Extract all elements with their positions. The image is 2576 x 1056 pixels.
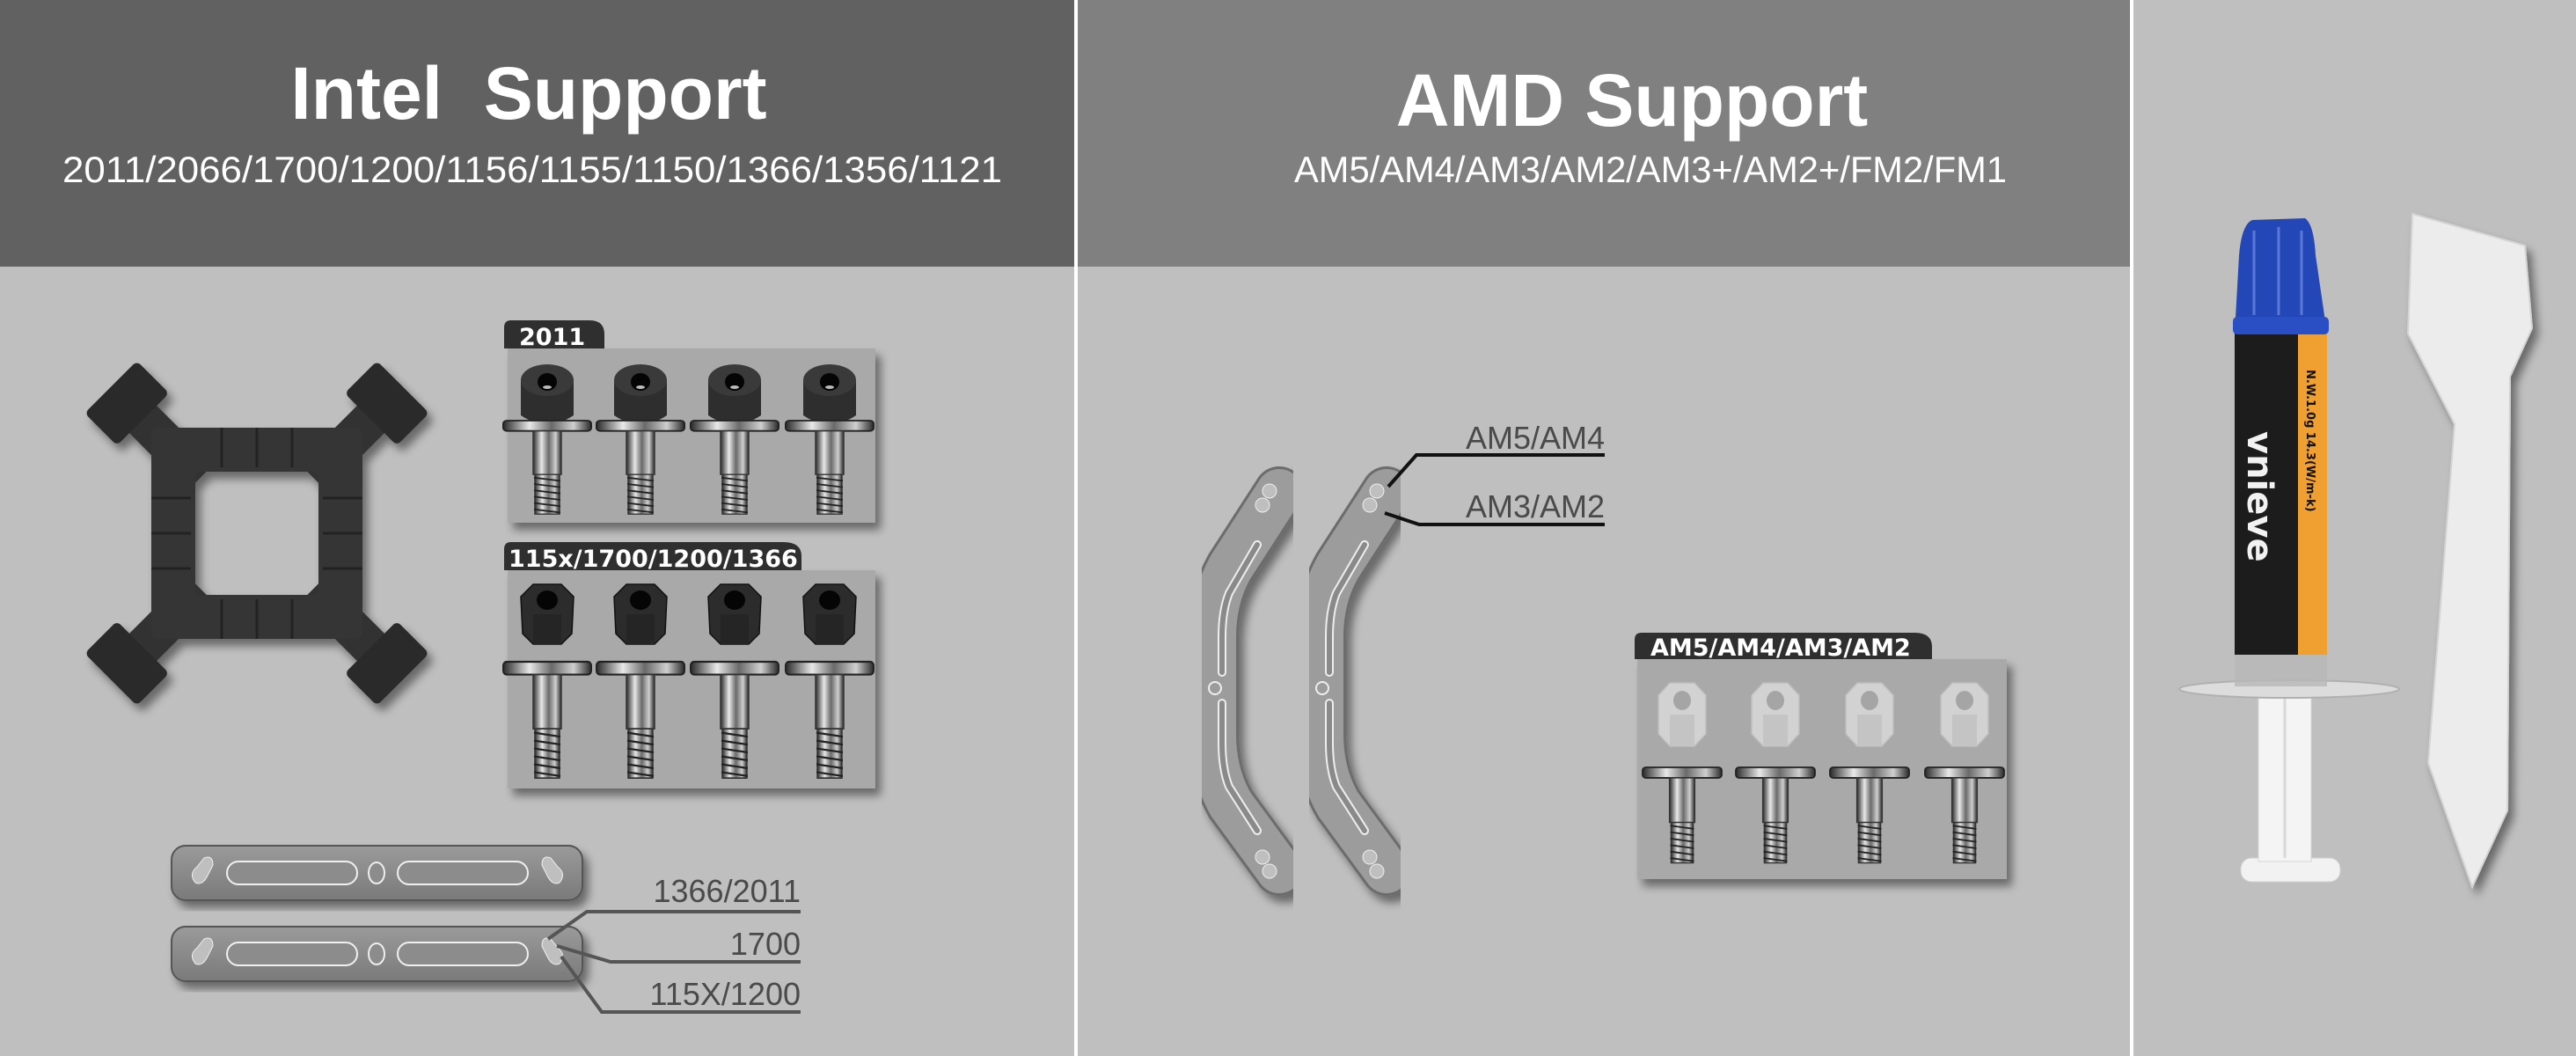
hex-standoff	[520, 583, 574, 645]
bracket-callout-am5-am4: AM5/AM4	[1466, 420, 1605, 456]
kit-amd-label: AM5/AM4/AM3/AM2	[1650, 634, 1911, 662]
amd-mounting-bracket	[1209, 484, 1279, 878]
amd-header-band	[1078, 0, 2130, 267]
kit-label-tab	[1635, 633, 1932, 659]
amd-socket-list: AM5/AM4/AM3/AM2/AM3+/AM2+/FM2/FM1	[1294, 149, 2007, 190]
amd-brackets: AM5/AM4 AM3/AM2	[1209, 420, 1605, 878]
paste-spatula	[2406, 212, 2534, 890]
kit-label-tab	[504, 320, 604, 348]
divider	[1074, 0, 1078, 1056]
amd-standoff	[1845, 682, 1894, 747]
round-standoff	[708, 364, 761, 424]
amd-standoff	[1658, 682, 1707, 747]
kit-115x: 115x/1700/1200/1366	[501, 542, 875, 788]
amd-standoff	[1751, 682, 1800, 747]
kit-label-tab	[504, 542, 801, 570]
intel-header-band	[0, 0, 1074, 267]
amd-mounting-bracket	[1316, 484, 1387, 878]
hex-standoff	[707, 583, 762, 645]
thermal-paste-syringe: vnieve N.W.1.0g 14.3(W/m-k)	[2178, 218, 2400, 883]
amd-standoff	[1940, 682, 1989, 747]
paste-logo: vnieve	[2239, 431, 2280, 562]
kit-2011: 2011	[502, 320, 875, 523]
mounting-plate	[171, 845, 583, 901]
round-standoff	[614, 364, 667, 424]
amd-title: AMD Support	[1396, 59, 1869, 142]
intel-socket-list: 2011/2066/1700/1200/1156/1155/1150/1366/…	[62, 149, 1002, 190]
kit-115x-label: 115x/1700/1200/1366	[509, 546, 798, 573]
syringe-cap	[2235, 218, 2327, 334]
intel-title: Intel Support	[290, 52, 766, 135]
bracket-callout-am3-am2: AM3/AM2	[1466, 488, 1605, 524]
kit-amd: AM5/AM4/AM3/AM2	[1635, 633, 2007, 879]
paste-spec-label: N.W.1.0g 14.3(W/m-k)	[2303, 370, 2316, 512]
plate-callout-115x-1200: 115X/1200	[650, 976, 801, 1012]
intel-mounting-plates: 1366/2011 1700 115X/1200	[171, 845, 801, 1014]
callout-lines	[1384, 453, 1605, 526]
callout-lines	[546, 910, 801, 1014]
mounting-plate	[171, 926, 583, 982]
intel-backplate	[86, 363, 428, 704]
divider	[2130, 0, 2133, 1056]
round-standoff	[521, 364, 574, 424]
plate-callout-1366-2011: 1366/2011	[653, 873, 801, 909]
hex-standoff	[613, 583, 668, 645]
kit-2011-label: 2011	[519, 324, 585, 351]
hex-standoff	[802, 583, 857, 645]
plate-callout-1700: 1700	[730, 926, 801, 962]
round-standoff	[803, 364, 856, 424]
